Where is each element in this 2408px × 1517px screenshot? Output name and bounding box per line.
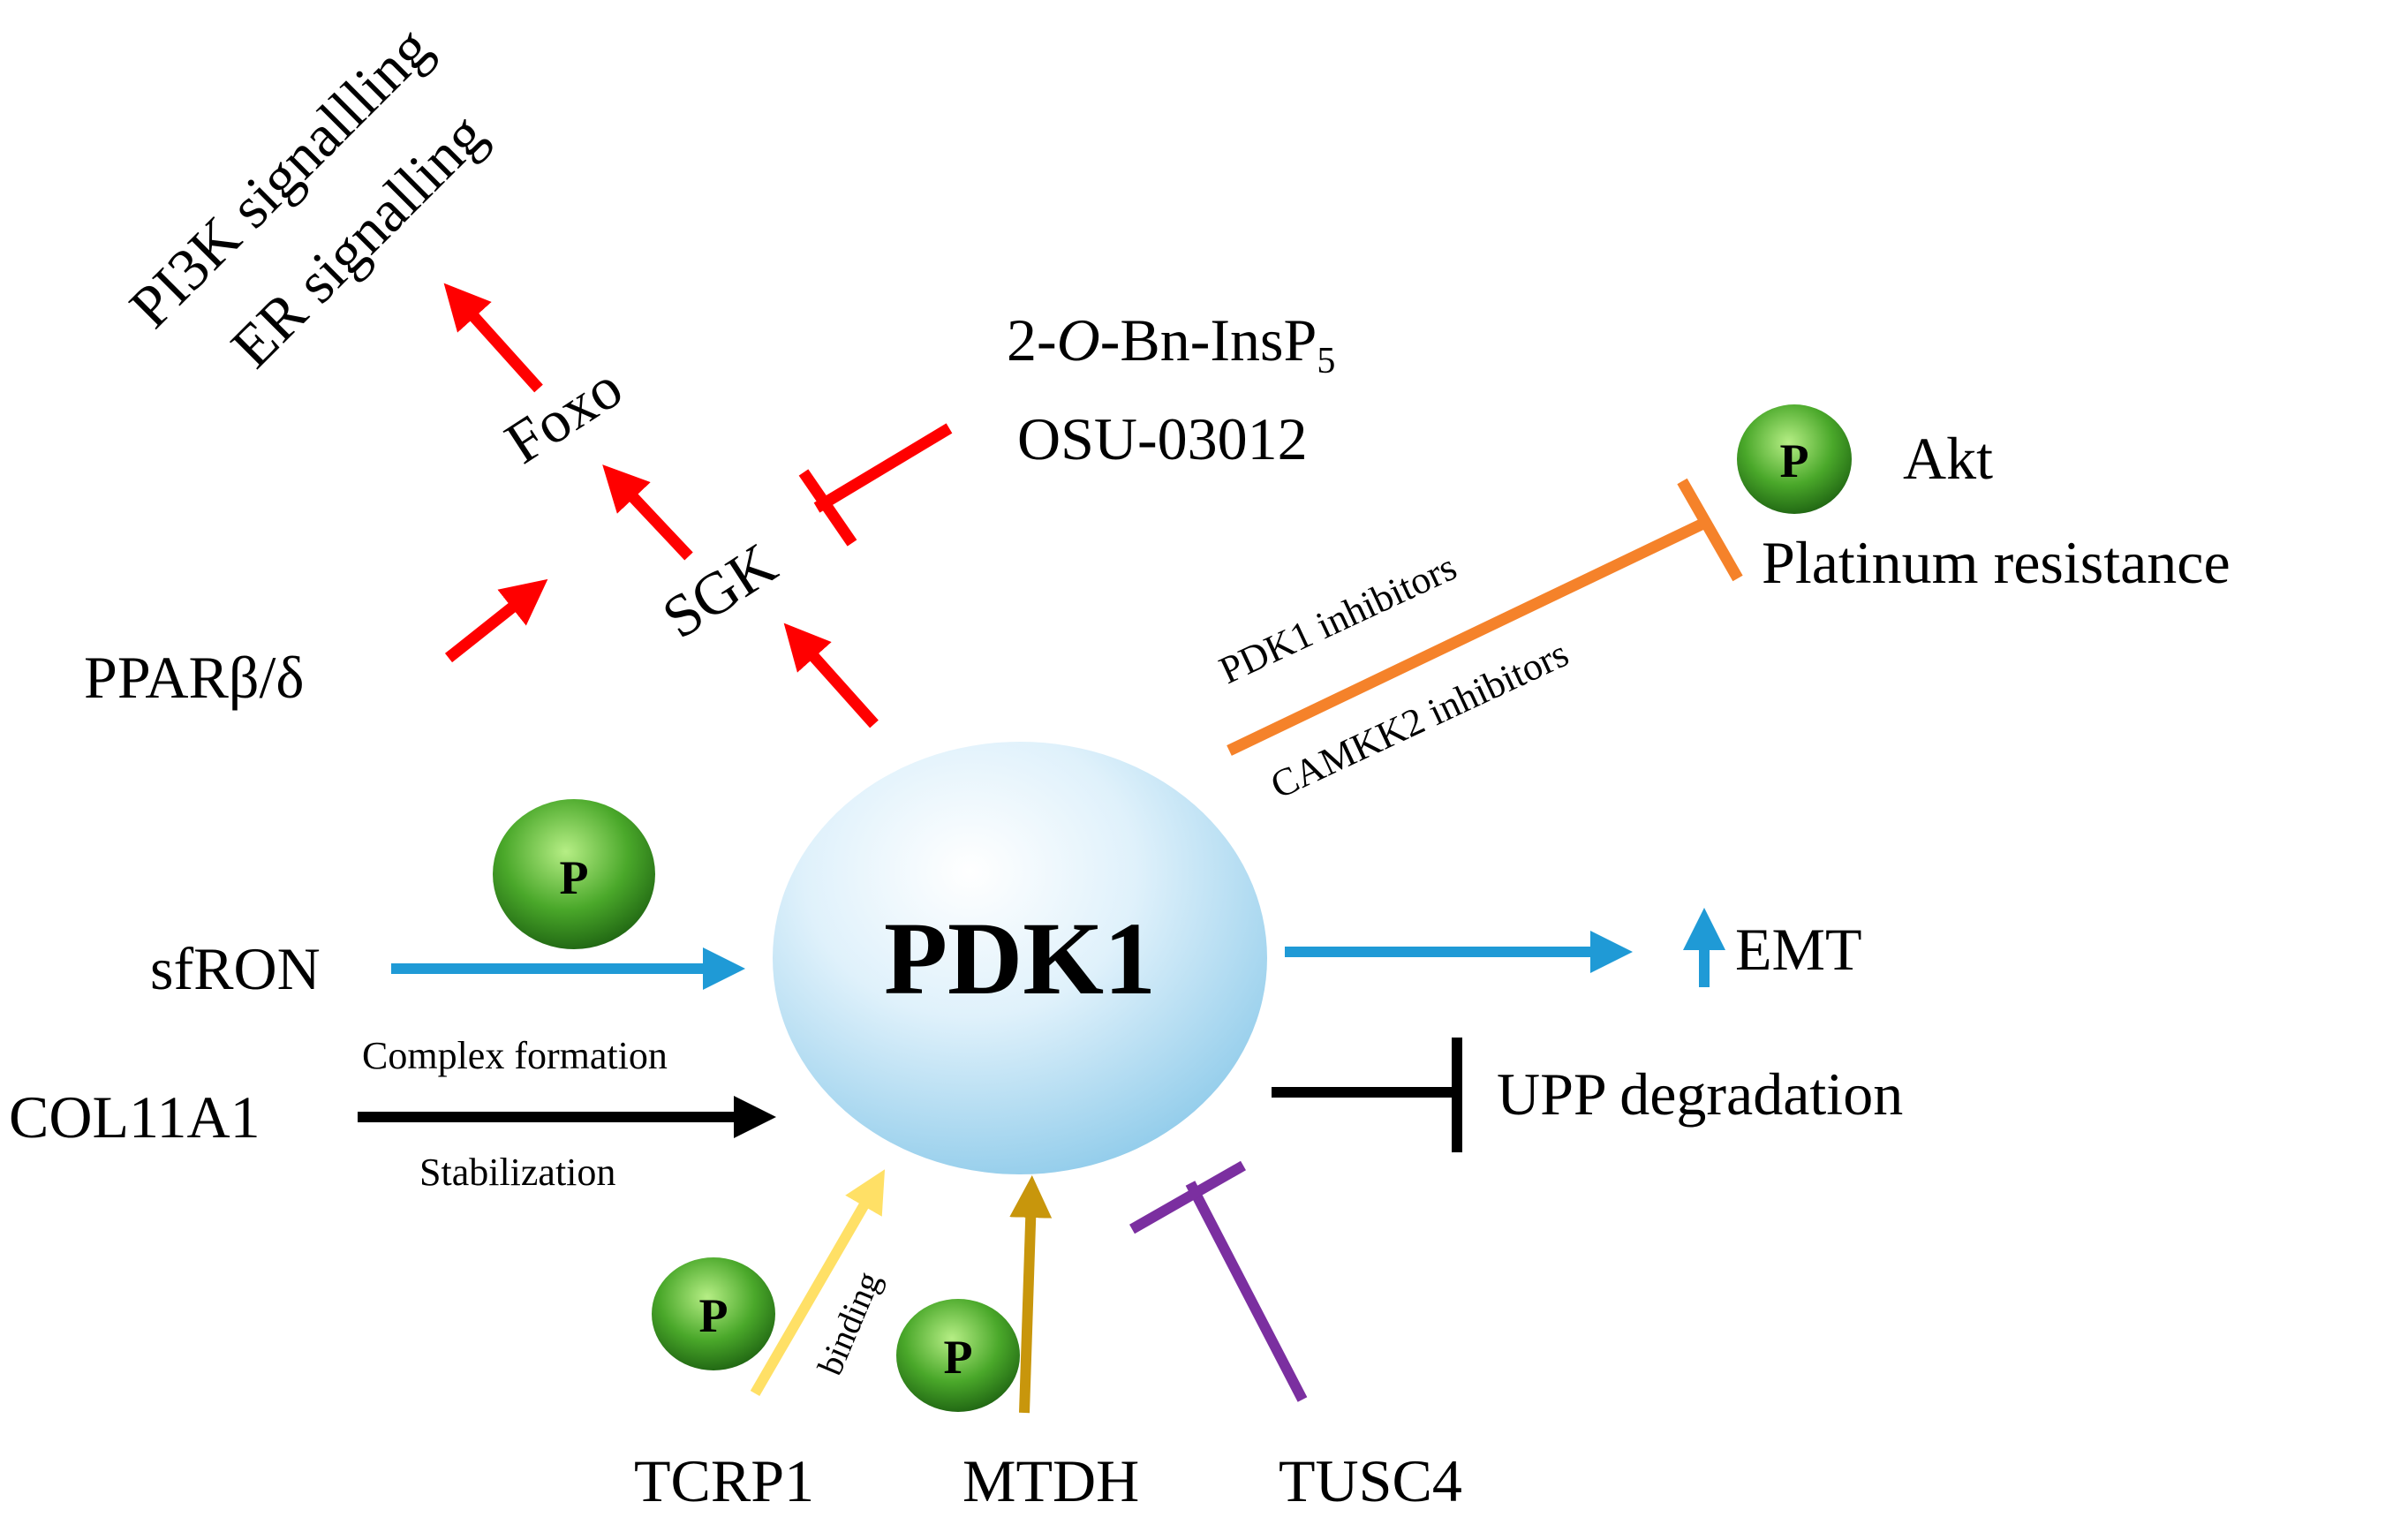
stabilization-label: Stabilization [419,1151,615,1194]
phospho-label: P [944,1331,973,1384]
emt-label: EMT [1735,916,1862,983]
col11a1-label: COL11A1 [9,1083,260,1151]
tcrp1-label: TCRP1 [634,1447,814,1514]
phospho-circle [493,799,655,949]
phospho-label: P [1780,434,1809,487]
arrow-mtdh-to-pdk1 [1009,1175,1053,1414]
sgk-label: SGK [651,530,788,652]
akt-phospho-badge: P [1737,404,1852,514]
phospho-circle [652,1257,775,1370]
phospho-circle [1737,404,1852,514]
inhibitor-insp5-label: 2-O-Bn-InsP5 [1007,306,1335,381]
tusc4-label: TUSC4 [1279,1447,1462,1514]
mtdh-label: MTDH [962,1447,1139,1514]
mtdh-phospho-badge: P [896,1299,1020,1412]
inhibit-pdk1-to-akt-bar [1677,478,1743,582]
inhibit-tusc4-to-pdk1 [1185,1181,1308,1402]
phospho-circle [896,1299,1020,1412]
sfron-label: sfRON [150,935,321,1002]
black-arrows [358,1038,1462,1152]
sfron-phospho-badge: P [493,799,655,949]
orange-inhibition [1227,478,1743,756]
arrow-ppar-to-sgk [444,578,548,663]
inhibit-osu-to-sgk-bar [798,469,857,547]
arrow-tcrp1-to-pdk1 [750,1169,886,1397]
complex-formation-label: Complex formation [362,1034,668,1077]
arrow-pdk1-to-sgk [783,623,879,728]
akt-label: Akt [1903,425,1993,492]
phospho-label: P [560,851,589,904]
pdk1-label: PDK1 [884,901,1156,1016]
upp-degradation-label: UPP degradation [1497,1060,1903,1128]
phospho-label: P [699,1289,728,1342]
foxo-label: Foxo [494,353,634,477]
blue-arrows [391,908,1725,990]
ppar-label: PPARβ/δ [84,644,304,711]
inhibit-pdk1-to-akt [1227,516,1711,756]
pdk1-node: PDK1 [773,742,1267,1174]
tcrp1-phospho-badge: P [652,1257,775,1370]
inhibitor-osu-label: OSU-03012 [1017,405,1308,472]
pdk1-ellipse [773,742,1267,1174]
red-arrows [443,283,953,728]
bottom-arrows [750,1160,1308,1414]
arrow-sgk-to-foxo [602,464,693,561]
inhibit-tusc4-to-pdk1-bar [1129,1160,1246,1234]
platinum-resistance-label: Platinum resistance [1762,529,2231,596]
pdk1-inhibitors-label: PDK1 inhibitors [1213,545,1463,692]
arrow-foxo-to-signalling [443,283,543,393]
inhibit-osu-to-sgk [813,423,953,513]
